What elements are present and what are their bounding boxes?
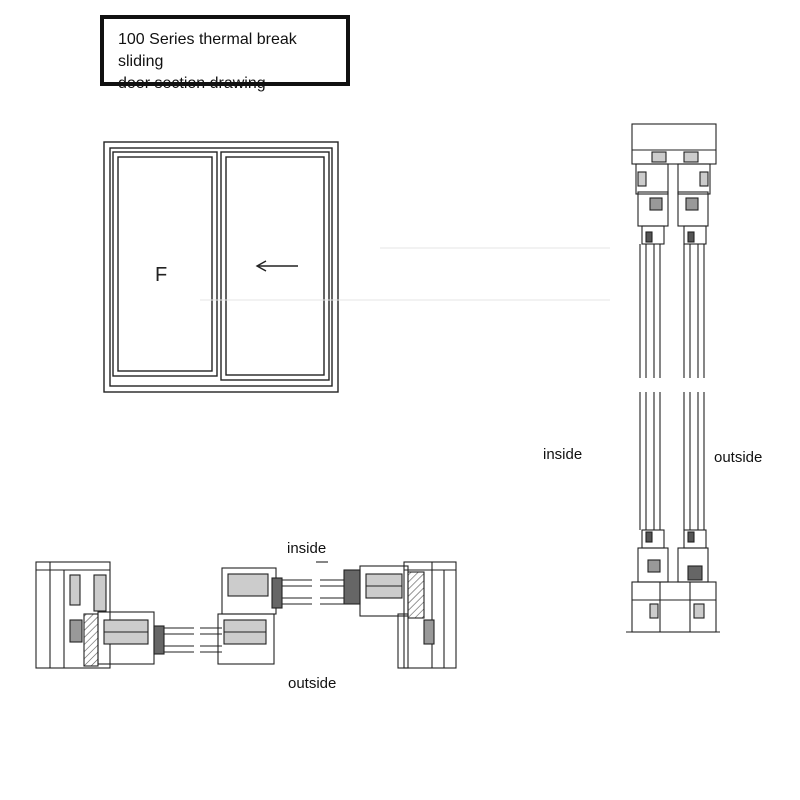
lower-glazing	[639, 392, 705, 530]
vertical-section-outside-label: outside	[714, 449, 763, 466]
fixed-panel-glass	[117, 156, 213, 372]
drawing-title: 100 Series thermal break sliding door sec…	[118, 29, 346, 95]
outer-frame	[103, 141, 339, 393]
fixed-panel-sash	[112, 151, 218, 377]
right-horizontal-glazing	[282, 561, 344, 605]
drawing-title-line-1: 100 Series thermal break sliding	[118, 31, 297, 70]
horizontal-section-outside-label: outside	[288, 675, 337, 692]
vertical-section-inside-label: inside	[543, 446, 583, 463]
upper-glazing	[639, 244, 705, 378]
right-jamb-profile	[397, 561, 457, 669]
sliding-panel-glass	[225, 156, 325, 376]
slide-direction-arrowhead	[255, 260, 267, 272]
horizontal-section-inside-label: inside	[287, 540, 327, 557]
head-frame-profile	[631, 123, 717, 165]
interlock-meeting-stiles	[217, 567, 283, 665]
scan-artifact-lines	[200, 247, 610, 301]
left-horizontal-glazing	[164, 627, 222, 653]
left-sash-profile	[97, 611, 165, 665]
door-elevation: F	[103, 141, 339, 393]
inner-frame	[109, 147, 333, 387]
title-box: 100 Series thermal break sliding door sec…	[100, 15, 350, 92]
drawing-title-line-2: door section drawing	[118, 75, 266, 92]
horizontal-section	[35, 561, 457, 669]
left-jamb-profile	[35, 561, 111, 669]
right-sash-profile	[343, 565, 409, 617]
sliding-panel-sash	[220, 151, 330, 381]
fixed-panel-mark: F	[155, 264, 167, 286]
vertical-section	[626, 123, 720, 633]
